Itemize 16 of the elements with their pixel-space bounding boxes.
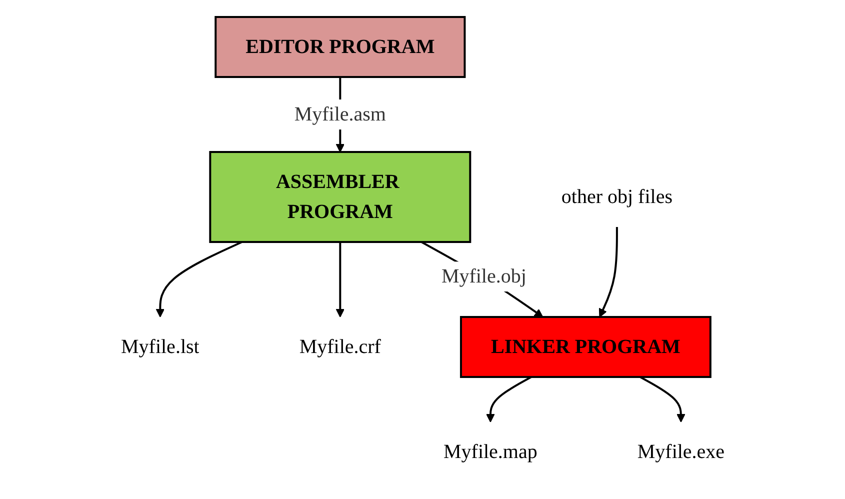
edge-label: Myfile.obj xyxy=(441,266,526,288)
arrow xyxy=(639,376,686,422)
arrow xyxy=(156,241,242,318)
node-text: Myfile.crf xyxy=(299,336,381,358)
node-box: LINKER PROGRAM xyxy=(460,316,712,378)
node-text: other obj files xyxy=(561,186,672,208)
arrow xyxy=(598,227,618,318)
arrow xyxy=(335,242,344,318)
node-text: Myfile.lst xyxy=(120,336,200,358)
edge-label: Myfile.asm xyxy=(294,103,386,126)
arrow xyxy=(486,376,532,422)
node-text: Myfile.exe xyxy=(637,440,724,463)
node-text: Myfile.map xyxy=(443,440,538,463)
arrow xyxy=(420,241,543,318)
node-box: ASSEMBLER PROGRAM xyxy=(208,151,471,243)
node-box: EDITOR PROGRAM xyxy=(214,16,466,78)
